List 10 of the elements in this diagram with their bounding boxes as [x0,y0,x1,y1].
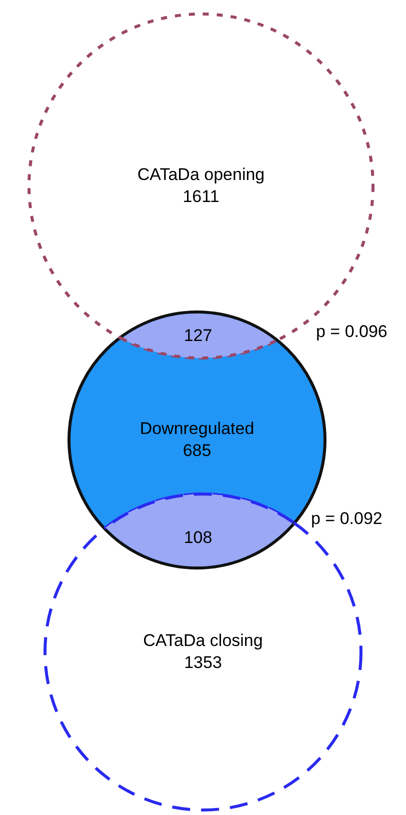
set-label: Downregulated [140,418,254,440]
p-value-label: p = 0.096 [316,321,388,343]
count-label: 127 [184,325,212,347]
set-label: CATaDa opening [137,164,265,186]
count-label: 108 [184,527,212,549]
count-label: 685 [182,440,212,462]
p-value-label: p = 0.092 [311,508,382,530]
count-label: 1611 [182,186,220,208]
count-label: 1353 [184,652,222,674]
set-label: CATaDa closing [143,630,263,652]
